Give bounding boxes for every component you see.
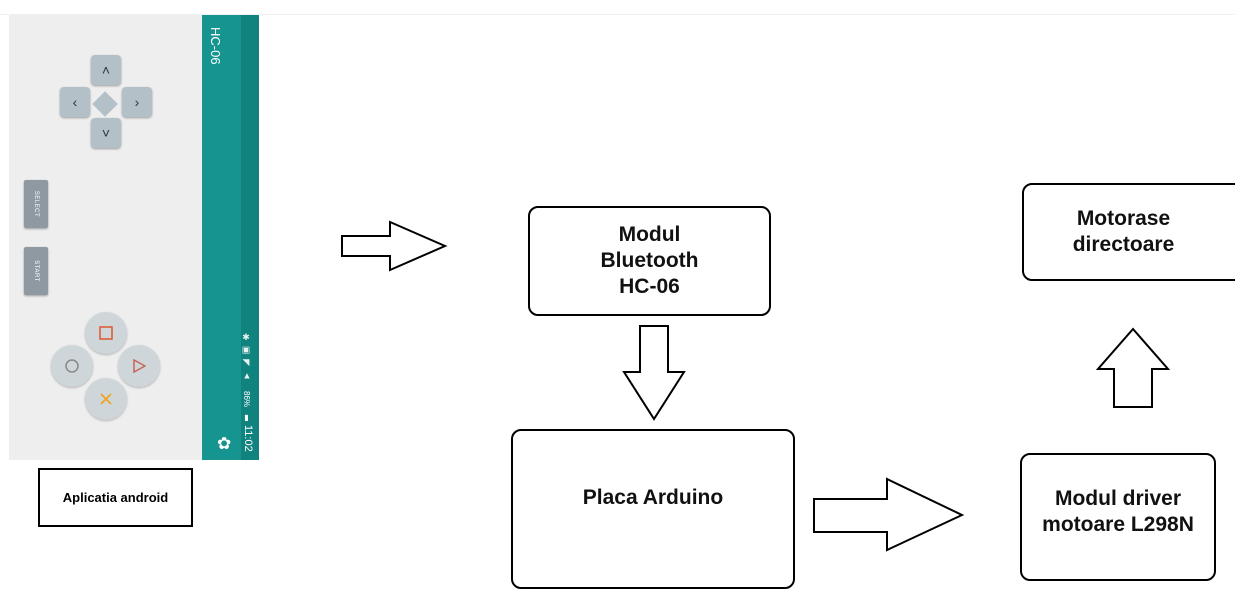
cross-icon — [100, 393, 112, 405]
driver-line-1: Modul driver — [1054, 487, 1181, 510]
motors-line-1: Motorase — [1076, 207, 1171, 230]
bluetooth-line-2: Bluetooth — [600, 249, 699, 272]
triangle-icon — [133, 359, 146, 373]
circle-icon — [65, 359, 79, 373]
app-side-bar: HC-06 ✱ ▣ ◥ ▲ 86% ▮ 11:02 ✿ — [202, 15, 259, 460]
start-button[interactable]: START — [24, 247, 48, 295]
bluetooth-line-1: Modul — [618, 223, 681, 246]
arrow-arduino-to-driver — [813, 477, 965, 552]
android-app-screen: HC-06 ✱ ▣ ◥ ▲ 86% ▮ 11:02 ✿ ˄ ‹ › ˅ SELE… — [9, 15, 259, 460]
driver-line-2: motoare L298N — [1042, 513, 1194, 536]
dpad-center — [92, 91, 118, 117]
device-name: HC-06 — [208, 27, 223, 65]
arrow-driver-to-motors — [1095, 327, 1171, 408]
status-bar — [241, 15, 259, 460]
gear-icon[interactable]: ✿ — [217, 434, 232, 453]
bluetooth-line-3: HC-06 — [619, 275, 680, 298]
bluetooth-module-block: Modul Bluetooth HC-06 — [528, 206, 771, 316]
triangle-button[interactable] — [118, 345, 160, 387]
arrow-bluetooth-to-arduino — [622, 325, 686, 421]
battery-icon: ▮ — [242, 413, 251, 422]
circle-button[interactable] — [51, 345, 93, 387]
start-label: START — [33, 260, 39, 282]
up-arrow-icon[interactable]: ˄ — [91, 55, 121, 85]
arduino-board-block: Placa Arduino — [511, 429, 795, 589]
motors-line-2: directoare — [1072, 233, 1175, 256]
right-arrow-icon[interactable]: › — [122, 87, 152, 117]
cross-button[interactable] — [85, 378, 127, 420]
square-button[interactable] — [85, 312, 127, 354]
left-arrow-icon[interactable]: ‹ — [60, 87, 90, 117]
select-label: SELECT — [33, 190, 39, 218]
square-icon — [99, 326, 113, 340]
select-button[interactable]: SELECT — [24, 180, 48, 228]
status-time: 11:02 — [242, 425, 254, 452]
android-app-caption: Aplicatia android — [38, 468, 193, 527]
down-arrow-icon[interactable]: ˅ — [91, 118, 121, 148]
top-divider — [0, 14, 1235, 15]
status-icons: ✱ ▣ ◥ ▲ — [242, 333, 252, 381]
arduino-label: Placa Arduino — [582, 486, 724, 509]
steering-motors-block: Motorase directoare — [1022, 183, 1235, 281]
arrow-app-to-bluetooth — [341, 220, 448, 272]
motor-driver-block: Modul driver motoare L298N — [1020, 453, 1216, 581]
battery-level: 86% — [242, 391, 251, 408]
